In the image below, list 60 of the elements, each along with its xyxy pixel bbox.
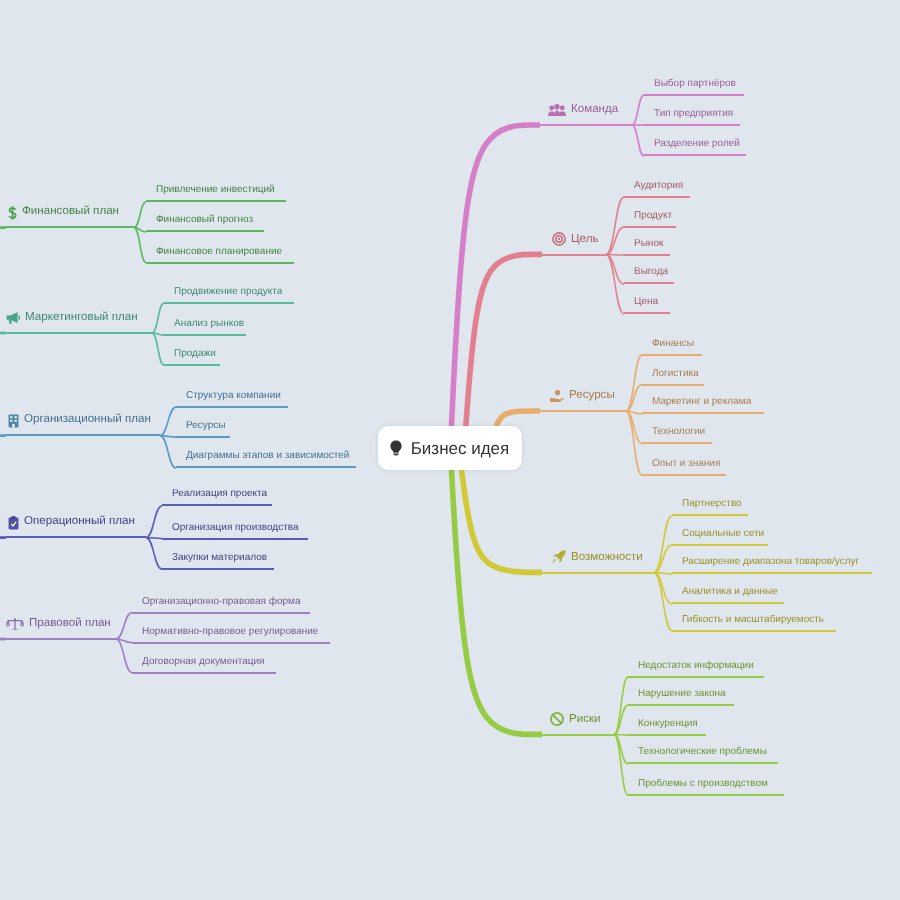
- connector-line: [159, 434, 177, 469]
- main-topic: [542, 227, 606, 256]
- central-topic-label: Бизнес идея: [410, 438, 510, 458]
- connector-line: [613, 733, 629, 736]
- connector-line: [613, 676, 629, 736]
- connector-line: [0, 434, 6, 437]
- main-topic: [6, 306, 152, 334]
- branch-connector: [448, 469, 542, 738]
- connector-line: [151, 302, 165, 334]
- main-topic: [6, 612, 116, 640]
- connector-line: [625, 410, 643, 445]
- connector-line: [625, 410, 643, 415]
- connector-line: [605, 196, 625, 256]
- connector-line: [631, 124, 645, 157]
- connector-line: [0, 536, 6, 539]
- connector-line: [605, 253, 625, 256]
- connector-line: [653, 515, 673, 574]
- branch-connector: [458, 469, 542, 576]
- connector-line: [115, 638, 133, 644]
- connector-line: [133, 226, 147, 233]
- connector-line: [631, 124, 645, 126]
- connector-line: [653, 544, 673, 574]
- connector-line: [159, 406, 177, 437]
- connector-line: [0, 637, 6, 641]
- connector-line: [605, 253, 625, 315]
- connector-line: [115, 638, 133, 674]
- connector-line: [653, 571, 673, 575]
- branch-connector: [448, 122, 540, 427]
- main-topic: [6, 200, 134, 229]
- connector-line: [631, 94, 645, 126]
- main-topic: [6, 510, 146, 539]
- main-topic: [6, 408, 160, 437]
- main-topic: [542, 707, 614, 736]
- connector-line: [613, 733, 629, 765]
- connector-line: [0, 226, 6, 229]
- connector-line: [625, 383, 643, 412]
- central-topic-box: [378, 426, 522, 470]
- main-topic: [540, 384, 626, 412]
- connector-line: [145, 536, 163, 570]
- connector-line: [145, 505, 163, 539]
- connector-line: [605, 253, 625, 285]
- connector-line: [151, 332, 165, 336]
- main-topic: [540, 98, 632, 126]
- connector-line: [133, 226, 147, 264]
- branch-connector: [493, 408, 540, 428]
- connector-line: [625, 410, 643, 476]
- connector-line: [159, 434, 177, 438]
- connector-line: [605, 226, 625, 256]
- connector-line: [115, 611, 133, 640]
- connector-line: [133, 201, 147, 229]
- connector-line: [653, 571, 673, 605]
- connector-line: [145, 536, 163, 540]
- connector-line: [625, 354, 643, 412]
- connector-line: [0, 331, 6, 335]
- connector-line: [613, 733, 629, 796]
- main-topic: [542, 545, 654, 574]
- connector-line: [151, 332, 165, 366]
- connector-line: [653, 571, 673, 632]
- branch-connector: [463, 251, 542, 427]
- connector-line: [613, 704, 629, 736]
